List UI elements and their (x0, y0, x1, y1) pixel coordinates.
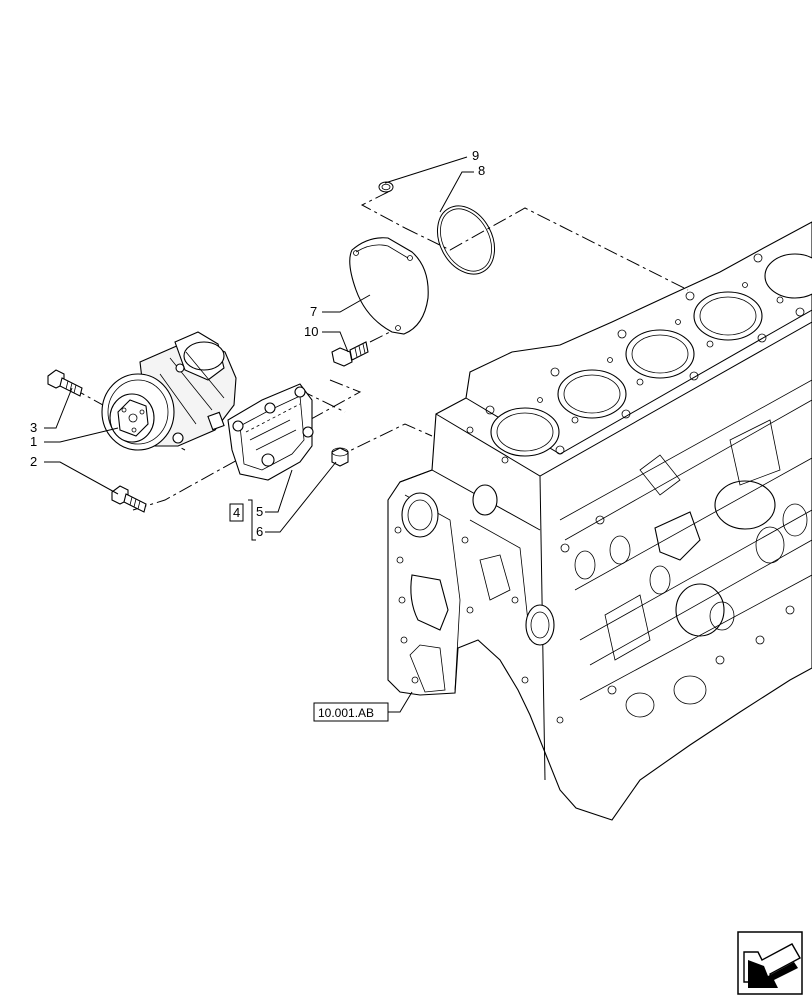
part-8-o-ring (436, 205, 496, 275)
callout-3: 3 (30, 420, 37, 435)
part-1-ac-compressor (101, 331, 237, 451)
part-7-cover-plate (349, 237, 429, 335)
part-9-seal-ring (378, 181, 394, 193)
callout-8: 8 (478, 163, 485, 178)
part-6-bushing (331, 447, 349, 467)
leader-lines (44, 156, 474, 713)
callout-6: 6 (256, 524, 263, 539)
callout-2: 2 (30, 454, 37, 469)
part-2-bolt (111, 485, 147, 513)
head-bolt-holes (466, 253, 805, 464)
callout-labels: 9 8 7 10 3 1 2 4 5 6 (30, 148, 485, 539)
callout-10: 10 (304, 324, 318, 339)
next-page-arrow-icon[interactable] (737, 931, 803, 995)
cylinder-bores (490, 253, 812, 457)
callout-4: 4 (233, 505, 240, 520)
front-face-features (394, 484, 564, 724)
reference-box[interactable]: 10.001.AB (313, 702, 389, 722)
part-3-bolt (47, 369, 83, 397)
part-10-bolt (331, 341, 369, 367)
engine-block (387, 221, 812, 821)
callout-4-box (229, 503, 244, 522)
side-features (559, 379, 812, 718)
callout-7: 7 (310, 304, 317, 319)
callout-9: 9 (472, 148, 479, 163)
part-5-bracket (227, 383, 314, 481)
reference-label: 10.001.AB (318, 706, 374, 720)
callout-1: 1 (30, 434, 37, 449)
callout-5: 5 (256, 504, 263, 519)
